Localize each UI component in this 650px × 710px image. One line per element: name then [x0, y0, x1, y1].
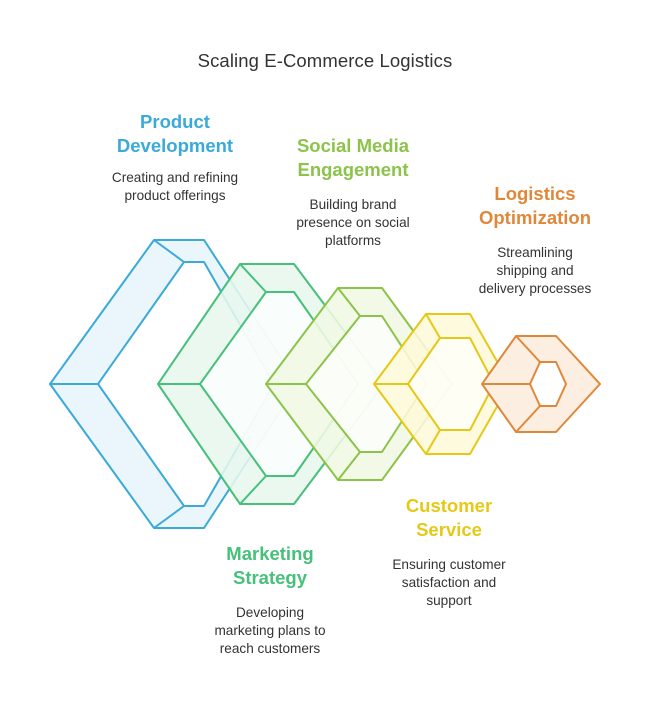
- marketing-strategy-description-line2: marketing plans to: [214, 623, 326, 638]
- social-media-engagement-shape: [265, 287, 453, 481]
- logistics-optimization-description-line3: delivery processes: [478, 281, 592, 296]
- customer-service-heading: Customer Service: [359, 494, 539, 542]
- logistics-optimization-shape: [481, 335, 601, 433]
- product-development-description-line1: Creating and refining: [111, 170, 239, 185]
- social-media-engagement-description-line1: Building brand: [309, 197, 397, 212]
- product-development-heading-line2: Development: [116, 135, 234, 156]
- marketing-strategy-description-line1: Developing: [235, 605, 304, 620]
- logistics-optimization-heading: Logistics Optimization: [445, 182, 625, 230]
- marketing-strategy-heading-line2: Strategy: [232, 567, 308, 588]
- social-media-engagement-heading: Social Media Engagement: [263, 134, 443, 182]
- product-development-description-line2: product offerings: [124, 188, 226, 203]
- logistics-optimization-heading-line2: Optimization: [478, 207, 592, 228]
- marketing-strategy-description-line3: reach customers: [219, 641, 321, 656]
- product-development-heading-line1: Product: [140, 111, 210, 132]
- social-media-engagement-heading-line2: Engagement: [297, 159, 409, 180]
- logistics-optimization-description-line2: shipping and: [496, 263, 574, 278]
- social-media-engagement-description-line3: platforms: [325, 233, 381, 248]
- customer-service-shape: [373, 313, 511, 455]
- customer-service-heading-line1: Customer: [405, 495, 493, 516]
- marketing-strategy-heading: Marketing Strategy: [180, 542, 360, 590]
- customer-service-description-line3: support: [426, 593, 472, 608]
- diagram-title: Scaling E-Commerce Logistics: [197, 50, 453, 71]
- social-media-engagement-description: Building brand presence on social platfo…: [263, 196, 443, 250]
- customer-service-description-line2: satisfaction and: [401, 575, 497, 590]
- social-media-engagement-heading-line1: Social Media: [296, 135, 410, 156]
- logistics-optimization-heading-line1: Logistics: [494, 183, 576, 204]
- customer-service-description: Ensuring customer satisfaction and suppo…: [359, 556, 539, 610]
- marketing-strategy-heading-line1: Marketing: [226, 543, 314, 564]
- customer-service-description-line1: Ensuring customer: [392, 557, 506, 572]
- product-development-description: Creating and refining product offerings: [85, 169, 265, 205]
- customer-service-heading-line2: Service: [416, 519, 482, 540]
- social-media-engagement-description-line2: presence on social: [296, 215, 410, 230]
- marketing-strategy-description: Developing marketing plans to reach cust…: [180, 604, 360, 658]
- logistics-optimization-description-line1: Streamlining: [497, 245, 573, 260]
- logistics-optimization-description: Streamlining shipping and delivery proce…: [445, 244, 625, 298]
- product-development-heading: Product Development: [85, 110, 265, 158]
